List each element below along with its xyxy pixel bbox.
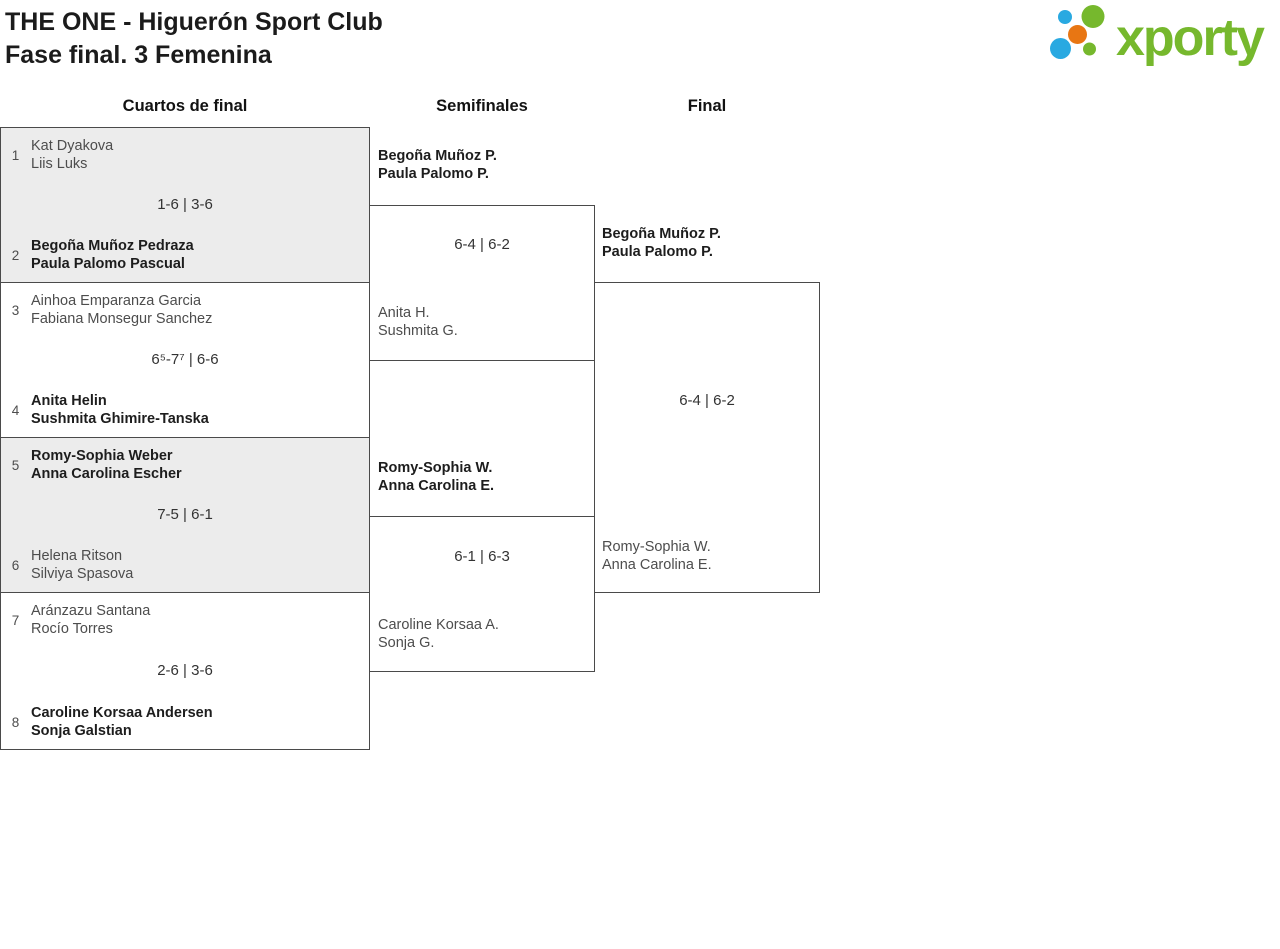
- player-name: Caroline Korsaa Andersen: [31, 705, 213, 721]
- player-name: Romy-Sophia Weber: [31, 448, 173, 464]
- player-name: Kat Dyakova: [31, 138, 114, 154]
- final-bottom-team-label: Romy-Sophia W. Anna Carolina E.: [602, 538, 712, 574]
- phase-subtitle: Fase final. 3 Femenina: [5, 41, 272, 69]
- qf-match-4[interactable]: 7 Aránzazu Santana Rocío Torres 2-6 | 3-…: [0, 592, 370, 750]
- player-name: Paula Palomo P.: [378, 166, 489, 182]
- player-name: Sonja Galstian: [31, 723, 132, 739]
- player-name: Caroline Korsaa A.: [378, 617, 499, 633]
- match-score: 6-4 | 6-2: [454, 236, 510, 253]
- team-slot: 2 Begoña Muñoz Pedraza Paula Palomo Pasc…: [9, 237, 194, 273]
- match-score: 1-6 | 3-6: [157, 196, 213, 213]
- player-name: Anita H.: [378, 305, 430, 321]
- player-name: Sushmita Ghimire-Tanska: [31, 411, 209, 427]
- final-top-team-label: Begoña Muñoz P. Paula Palomo P.: [602, 225, 721, 261]
- seed-number: 5: [11, 457, 20, 473]
- player-name: Ainhoa Emparanza Garcia: [31, 293, 202, 309]
- team-slot: 1 Kat Dyakova Liis Luks: [9, 137, 113, 173]
- team-pair: Helena Ritson Silviya Spasova: [31, 547, 133, 583]
- sf1-top-team-label: Begoña Muñoz P. Paula Palomo P.: [378, 147, 497, 183]
- team-pair: Anita Helin Sushmita Ghimire-Tanska: [31, 392, 209, 428]
- match-score: 2-6 | 3-6: [157, 662, 213, 679]
- logo-dots-icon: [1048, 4, 1114, 71]
- player-name: Silviya Spasova: [31, 566, 134, 582]
- seed-number: 6: [11, 557, 20, 573]
- sf1-bottom-team-label: Anita H. Sushmita G.: [378, 304, 458, 340]
- player-name: Begoña Muñoz P.: [378, 148, 497, 164]
- team-pair: Begoña Muñoz Pedraza Paula Palomo Pascua…: [31, 237, 194, 273]
- round-header-semifinals: Semifinales: [436, 97, 528, 115]
- player-name: Fabiana Monsegur Sanchez: [31, 311, 213, 327]
- sf2-bottom-team-label: Caroline Korsaa A. Sonja G.: [378, 616, 499, 652]
- player-name: Helena Ritson: [31, 548, 123, 564]
- match-score: 6-1 | 6-3: [454, 548, 510, 565]
- qf-match-2[interactable]: 3 Ainhoa Emparanza Garcia Fabiana Monseg…: [0, 282, 370, 438]
- seed-number: 8: [11, 714, 20, 730]
- page-title: THE ONE - Higuerón Sport Club Fase final…: [5, 6, 383, 72]
- player-name: Romy-Sophia W.: [602, 539, 711, 555]
- team-pair: Caroline Korsaa Andersen Sonja Galstian: [31, 704, 213, 740]
- match-score: 6-4 | 6-2: [679, 392, 735, 409]
- team-slot: 8 Caroline Korsaa Andersen Sonja Galstia…: [9, 704, 213, 740]
- player-name: Begoña Muñoz P.: [602, 226, 721, 242]
- sf-match-1[interactable]: [369, 205, 595, 361]
- sf2-top-team-label: Romy-Sophia W. Anna Carolina E.: [378, 459, 494, 495]
- round-header-quarterfinals: Cuartos de final: [122, 97, 248, 115]
- team-pair: Ainhoa Emparanza Garcia Fabiana Monsegur…: [31, 292, 212, 328]
- player-name: Romy-Sophia W.: [378, 460, 493, 476]
- player-name: Rocío Torres: [31, 621, 113, 637]
- team-pair: Romy-Sophia Weber Anna Carolina Escher: [31, 447, 182, 483]
- player-name: Liis Luks: [31, 156, 88, 172]
- match-score: 6⁵-7⁷ | 6-6: [151, 351, 219, 368]
- player-name: Anna Carolina Escher: [31, 466, 182, 482]
- seed-number: 7: [11, 612, 20, 628]
- player-name: Aránzazu Santana: [31, 603, 151, 619]
- qf-match-3[interactable]: 5 Romy-Sophia Weber Anna Carolina Escher…: [0, 437, 370, 593]
- player-name: Sushmita G.: [378, 323, 458, 339]
- team-pair: Kat Dyakova Liis Luks: [31, 137, 113, 173]
- player-name: Sonja G.: [378, 635, 435, 651]
- team-slot: 4 Anita Helin Sushmita Ghimire-Tanska: [9, 392, 209, 428]
- player-name: Anna Carolina E.: [602, 557, 712, 573]
- team-slot: 6 Helena Ritson Silviya Spasova: [9, 547, 134, 583]
- player-name: Anita Helin: [31, 393, 107, 409]
- player-name: Anna Carolina E.: [378, 478, 495, 494]
- tournament-title: THE ONE - Higuerón Sport Club: [5, 8, 383, 36]
- team-slot: 3 Ainhoa Emparanza Garcia Fabiana Monseg…: [9, 292, 213, 328]
- xporty-logo[interactable]: xporty: [1048, 4, 1265, 71]
- seed-number: 2: [11, 247, 20, 263]
- sf-match-2[interactable]: [369, 516, 595, 672]
- qf-match-1[interactable]: 1 Kat Dyakova Liis Luks 1-6 | 3-6 2 Bego…: [0, 127, 370, 283]
- player-name: Begoña Muñoz Pedraza: [31, 238, 194, 254]
- team-slot: 7 Aránzazu Santana Rocío Torres: [9, 602, 151, 638]
- team-pair: Aránzazu Santana Rocío Torres: [31, 602, 150, 638]
- match-score: 7-5 | 6-1: [157, 506, 213, 523]
- logo-wordmark: xporty: [1116, 8, 1265, 67]
- final-match[interactable]: [594, 282, 820, 593]
- seed-number: 3: [11, 302, 20, 318]
- seed-number: 1: [11, 147, 20, 163]
- seed-number: 4: [11, 402, 20, 418]
- player-name: Paula Palomo P.: [602, 244, 713, 260]
- player-name: Paula Palomo Pascual: [31, 256, 185, 272]
- team-slot: 5 Romy-Sophia Weber Anna Carolina Escher: [9, 447, 182, 483]
- round-header-final: Final: [687, 97, 727, 115]
